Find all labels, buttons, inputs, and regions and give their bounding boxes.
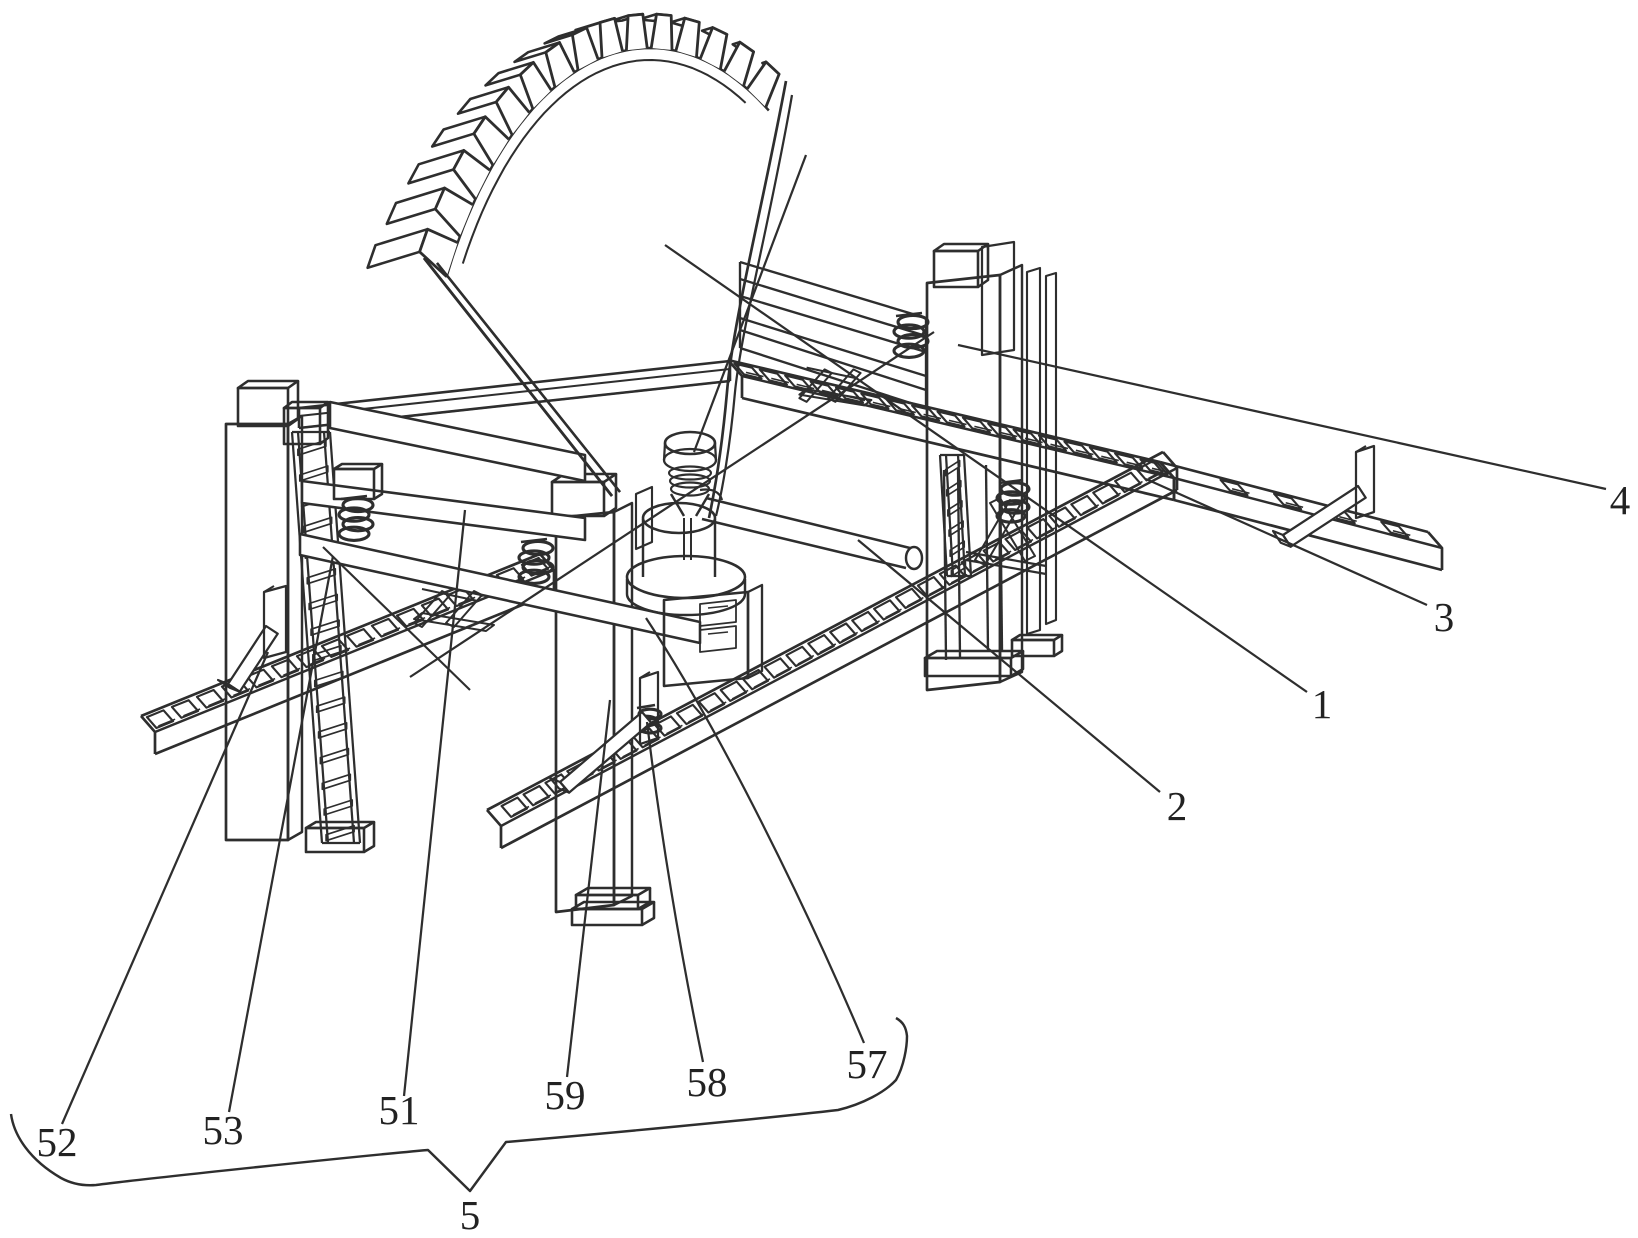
svg-text:52: 52 [37, 1119, 78, 1165]
svg-text:53: 53 [203, 1107, 244, 1153]
svg-text:4: 4 [1610, 477, 1631, 523]
svg-text:3: 3 [1434, 594, 1455, 640]
svg-text:2: 2 [1167, 783, 1188, 829]
svg-text:59: 59 [545, 1072, 586, 1118]
svg-text:51: 51 [379, 1087, 420, 1133]
svg-text:58: 58 [687, 1059, 728, 1105]
svg-text:5: 5 [460, 1192, 481, 1238]
svg-text:1: 1 [1312, 681, 1333, 727]
svg-text:57: 57 [847, 1041, 888, 1087]
